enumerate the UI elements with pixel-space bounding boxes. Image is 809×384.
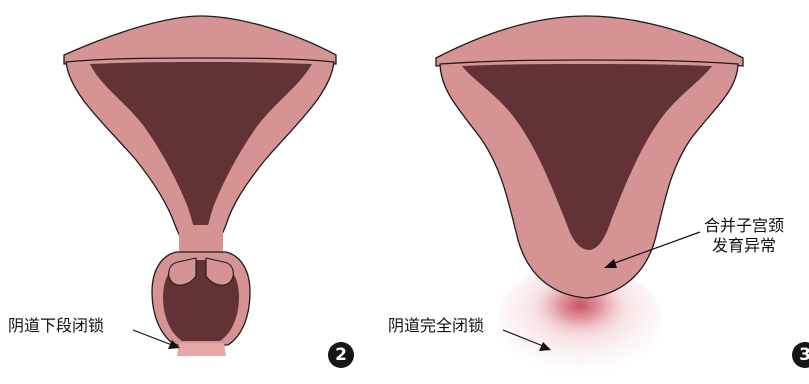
right-label-complete-vaginal-atresia: 阴道完全闭锁 bbox=[388, 316, 484, 336]
right-fundus-cap bbox=[436, 16, 743, 66]
left-atretic-segment bbox=[177, 343, 226, 356]
left-figure-number-badge: 2 bbox=[328, 342, 354, 368]
left-uterine-cavity bbox=[90, 62, 312, 250]
right-annotation-line1: 合并子宫颈 bbox=[704, 216, 784, 236]
left-fundus-cap bbox=[64, 16, 336, 64]
right-annotation-line2: 发育异常 bbox=[712, 236, 776, 256]
left-label-lower-vaginal-atresia: 阴道下段闭锁 bbox=[8, 316, 104, 336]
left-cervix bbox=[179, 225, 223, 255]
left-uterus-diagram bbox=[64, 16, 336, 356]
